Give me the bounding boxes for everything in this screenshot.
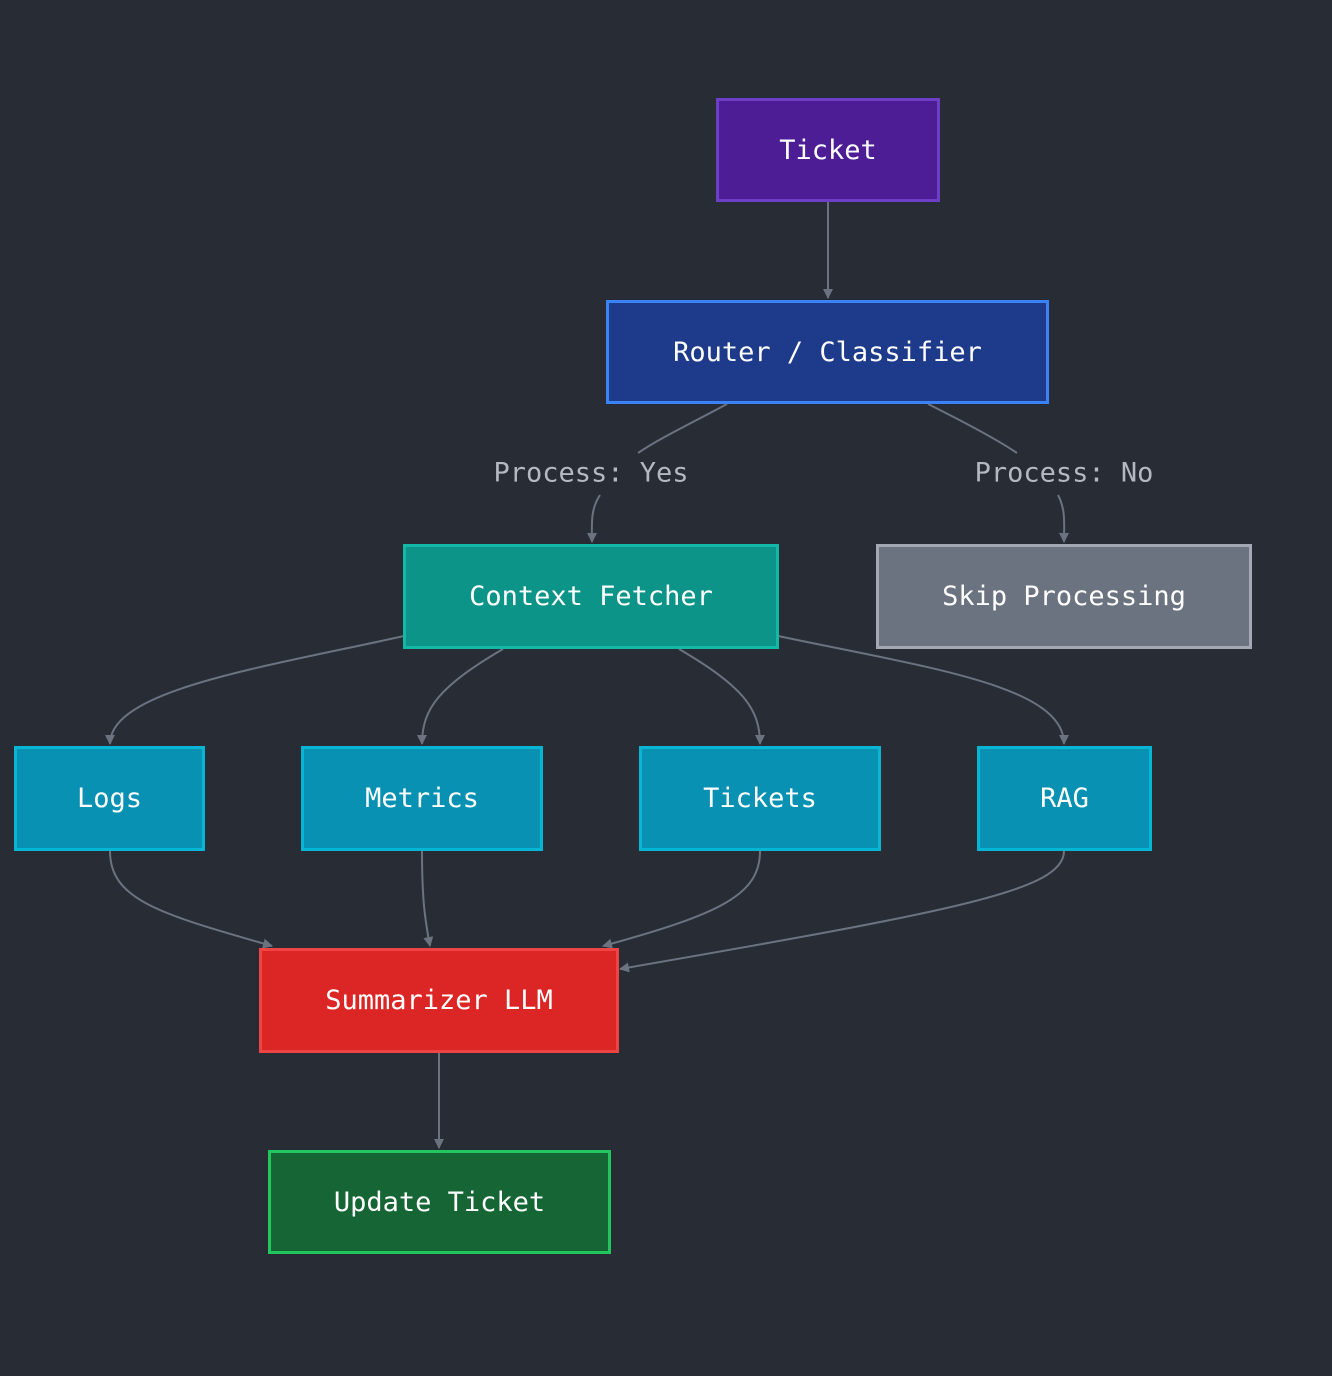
node-logs[interactable]: Logs	[14, 746, 205, 851]
edge-router-skip	[927, 403, 1064, 542]
node-router-classifier[interactable]: Router / Classifier	[606, 300, 1049, 404]
node-tickets[interactable]: Tickets	[639, 746, 881, 851]
node-rag-label: RAG	[1040, 783, 1089, 814]
edge-metrics-summarizer	[421, 850, 434, 947]
edge-router-context-fetcher	[592, 403, 728, 542]
edge-label-process-yes: Process: Yes	[489, 457, 693, 489]
node-update-ticket-label: Update Ticket	[333, 1186, 546, 1218]
edge-label-process-no: Process: No	[970, 457, 1158, 489]
node-ticket[interactable]: Ticket	[716, 98, 940, 202]
node-rag[interactable]: RAG	[977, 746, 1152, 851]
edge-rag-summarizer	[619, 850, 1065, 973]
node-summarizer-llm-label: Summarizer LLM	[325, 985, 553, 1016]
node-update-ticket[interactable]: Update Ticket	[268, 1150, 611, 1254]
node-logs-label: Logs	[76, 783, 143, 814]
edge-context-tickets	[678, 648, 765, 745]
node-skip-processing[interactable]: Skip Processing	[876, 544, 1252, 649]
edge-context-metrics	[417, 648, 504, 745]
node-tickets-label: Tickets	[703, 783, 817, 814]
node-skip-processing-label: Skip Processing	[942, 581, 1186, 612]
edge-context-rag	[777, 635, 1069, 745]
node-metrics[interactable]: Metrics	[301, 746, 543, 851]
node-ticket-label: Ticket	[779, 134, 877, 166]
node-context-fetcher[interactable]: Context Fetcher	[403, 544, 779, 649]
node-router-classifier-label: Router / Classifier	[673, 336, 982, 368]
edge-context-logs	[105, 635, 405, 745]
node-metrics-label: Metrics	[365, 783, 479, 814]
edge-logs-summarizer	[109, 850, 273, 949]
node-context-fetcher-label: Context Fetcher	[469, 581, 713, 612]
node-summarizer-llm[interactable]: Summarizer LLM	[259, 948, 619, 1053]
edge-tickets-summarizer	[602, 850, 761, 949]
